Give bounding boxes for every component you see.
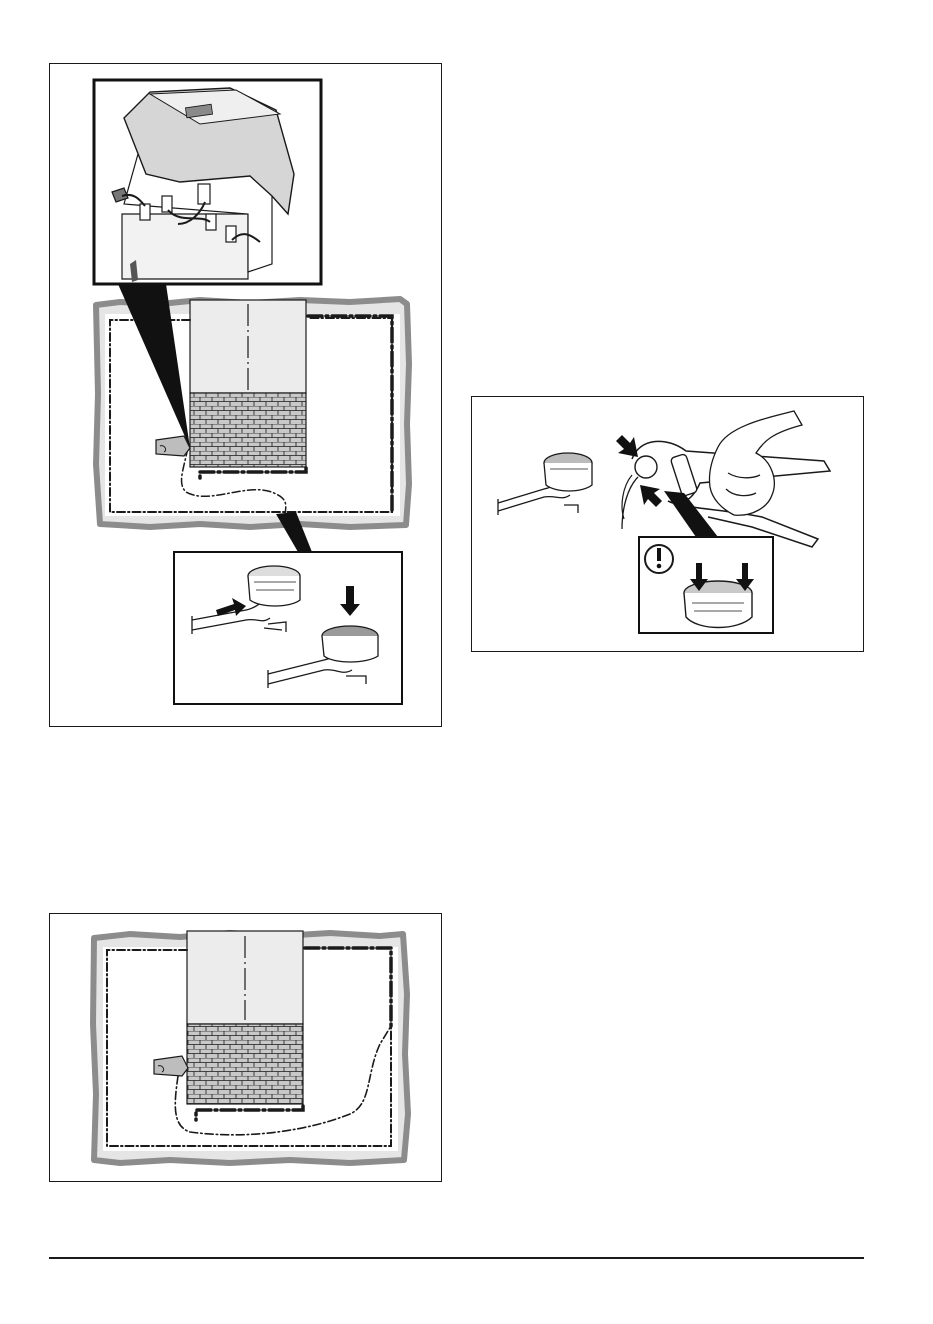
inset-connector-check	[639, 537, 773, 633]
charging-station-small	[154, 1056, 188, 1076]
figure-boundary-wire-layout	[49, 913, 442, 1182]
connector-closed	[322, 626, 378, 662]
charging-station-small	[156, 436, 190, 456]
inset-connector	[174, 552, 402, 704]
paved-area	[190, 300, 306, 467]
figure-2-illustration	[472, 397, 865, 653]
warning-icon	[645, 545, 673, 573]
connector	[498, 453, 592, 515]
paved-area	[187, 931, 303, 1104]
connector-open	[248, 566, 300, 606]
figure-pliers-press-connector	[471, 396, 864, 652]
figure-charging-station-connection	[49, 63, 442, 727]
footer-rule	[49, 1257, 864, 1259]
inset-charging-station	[94, 80, 321, 284]
figure-3-illustration	[50, 914, 443, 1183]
figure-1-illustration	[50, 64, 443, 728]
arrow-icon	[616, 435, 638, 457]
